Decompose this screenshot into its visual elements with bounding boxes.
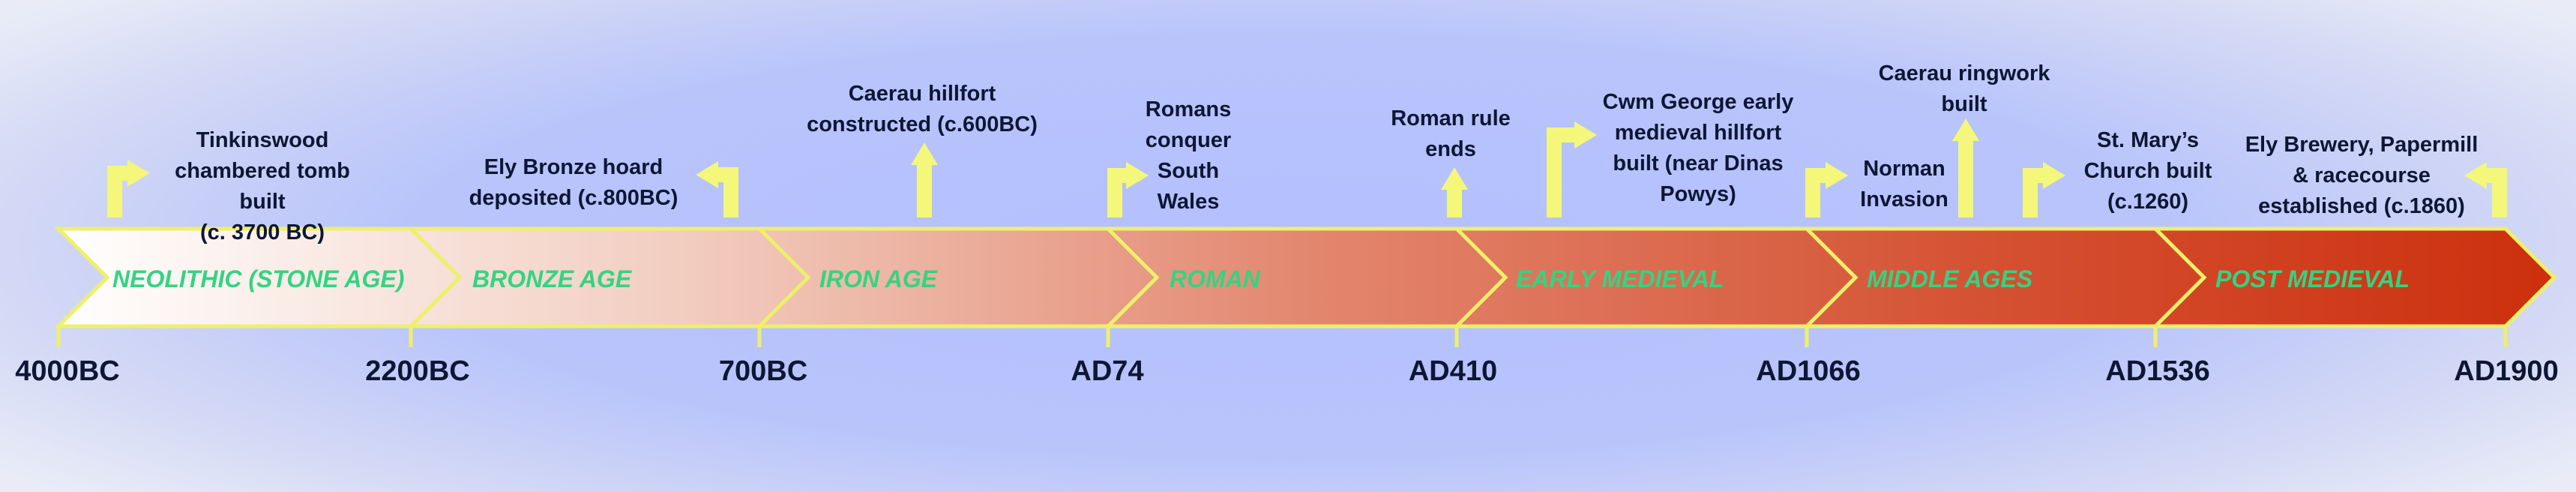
event-roman-rule-ends: Roman rule ends <box>1391 106 1511 161</box>
period-bar <box>53 226 2557 328</box>
period-label-roman: ROMAN <box>1170 266 1260 292</box>
event-st-marys-church: St. Mary’s Church built (c.1260) <box>2083 128 2212 214</box>
date-label-ad410: AD410 <box>1408 356 1498 387</box>
period-label-early-medieval: EARLY MEDIEVAL <box>1516 266 1724 292</box>
period-label-middle-ages: MIDDLE AGES <box>1867 266 2033 292</box>
event-tinkinswood: Tinkinswood chambered tomb built (c. 370… <box>175 128 350 244</box>
event-ely-brewery: Ely Brewery, Papermill & racecourse esta… <box>2245 133 2479 218</box>
bent-arrow-right-icon <box>2023 162 2065 218</box>
event-caerau-ringwork: Caerau ringwork built <box>1878 62 2050 116</box>
date-label-2200bc: 2200BC <box>365 356 470 387</box>
event-caerau-hillfort: Caerau hillfort constructed (c.600BC) <box>807 82 1038 136</box>
event-romans-conquer: Romans conquer South Wales <box>1145 98 1232 214</box>
arrow-up-icon <box>911 142 938 218</box>
period-separator <box>2154 227 2207 328</box>
period-label-iron-age: IRON AGE <box>819 266 938 292</box>
period-band <box>53 226 2557 328</box>
period-label-neolithic: NEOLITHIC (STONE AGE) <box>112 266 405 292</box>
date-ticks <box>56 326 2508 347</box>
arrow-up-icon <box>1441 167 1468 218</box>
bent-arrow-left-icon <box>696 161 738 218</box>
bent-arrow-right-icon <box>107 160 150 218</box>
bent-arrow-left-icon <box>2464 162 2507 218</box>
period-separator <box>1107 227 1160 328</box>
event-cwm-george: Cwm George early medieval hillfort built… <box>1602 90 1794 206</box>
period-label-bronze-age: BRONZE AGE <box>472 266 632 292</box>
date-label-4000bc: 4000BC <box>15 356 120 387</box>
date-label-700bc: 700BC <box>718 356 808 387</box>
event-arrows <box>107 118 2507 218</box>
period-separator <box>409 227 463 328</box>
date-label-ad74: AD74 <box>1071 356 1144 387</box>
period-separator <box>1455 227 1508 328</box>
date-label-ad1900: AD1900 <box>2454 356 2559 387</box>
period-separator <box>1805 227 1859 328</box>
arrow-up-icon <box>1952 118 1979 218</box>
bent-arrow-right-icon <box>1547 122 1597 218</box>
date-label-ad1066: AD1066 <box>1756 356 1861 387</box>
event-ely-bronze-hoard: Ely Bronze hoard deposited (c.800BC) <box>469 155 678 210</box>
period-label-post-medieval: POST MEDIEVAL <box>2215 266 2410 292</box>
bent-arrow-right-icon <box>1107 162 1149 218</box>
period-separator <box>758 227 811 328</box>
bent-arrow-right-icon <box>1805 162 1848 218</box>
event-norman-invasion: Norman Invasion <box>1860 157 1948 212</box>
date-label-ad1536: AD1536 <box>2105 356 2210 387</box>
